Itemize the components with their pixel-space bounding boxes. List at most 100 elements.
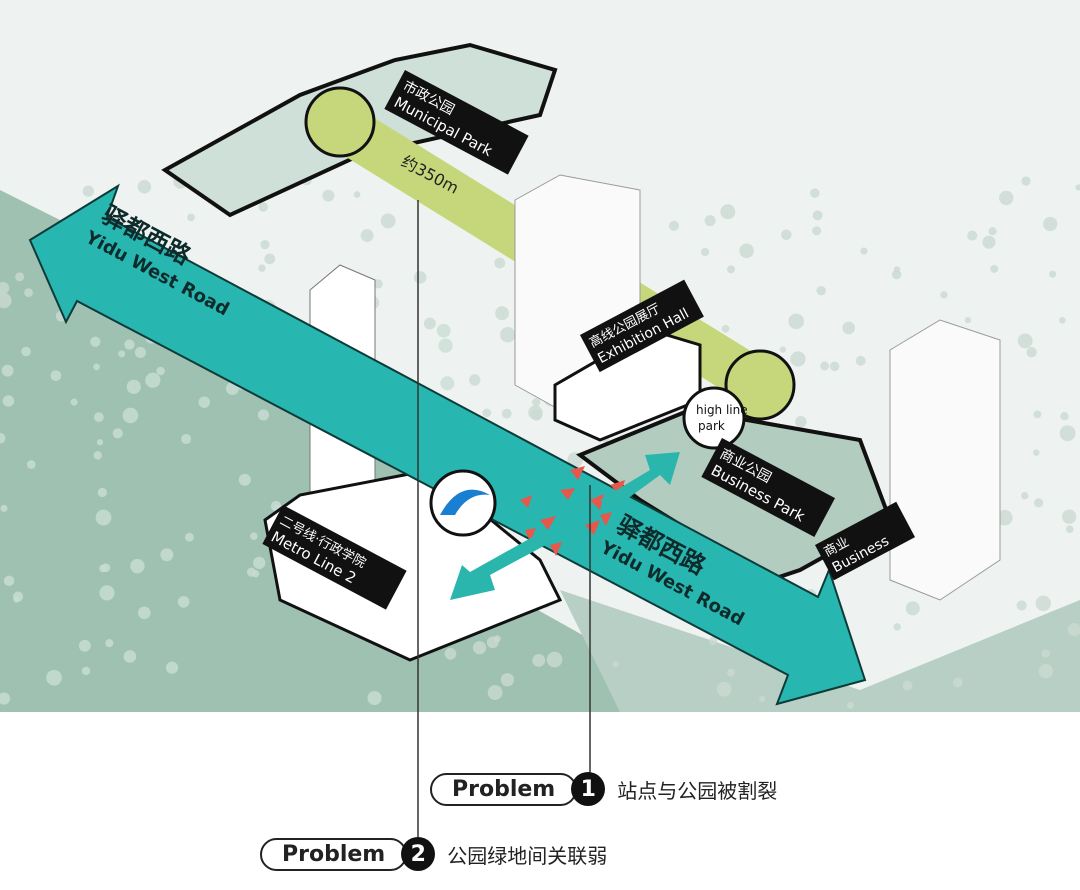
tree <box>842 321 856 335</box>
tree <box>1060 412 1069 421</box>
tree <box>546 651 563 668</box>
tree <box>24 288 33 298</box>
tree <box>96 439 104 446</box>
tree <box>720 204 736 220</box>
tree <box>444 648 457 660</box>
tree <box>727 668 735 677</box>
tree <box>727 265 736 274</box>
tree <box>1059 316 1066 324</box>
tree <box>360 229 374 242</box>
tree <box>990 264 999 273</box>
tree <box>187 213 195 222</box>
tree <box>97 487 107 498</box>
tree <box>130 558 145 574</box>
tree <box>1059 425 1076 442</box>
tree <box>82 185 95 197</box>
tree <box>530 409 543 421</box>
tree <box>487 685 503 700</box>
tree <box>137 180 152 194</box>
tree <box>0 432 6 444</box>
tree <box>81 666 91 676</box>
tree <box>708 636 718 646</box>
tree <box>1 364 14 377</box>
tree <box>1016 600 1027 611</box>
logo-text-line2: park <box>698 419 725 433</box>
forest-area-right <box>560 590 1080 712</box>
tree <box>902 680 913 691</box>
tree <box>250 532 258 540</box>
tree <box>860 247 868 255</box>
tree <box>0 292 12 309</box>
tree <box>893 623 901 631</box>
tree <box>820 361 830 371</box>
tree <box>238 473 251 486</box>
tree <box>78 639 91 652</box>
tree <box>3 575 15 587</box>
tree <box>704 215 716 227</box>
tree <box>716 681 732 697</box>
tree <box>258 264 266 272</box>
tree <box>436 323 451 338</box>
arrow-to-metro[interactable] <box>450 530 555 600</box>
tree <box>1026 347 1037 358</box>
problem-2-label: Problem <box>260 837 408 871</box>
tree <box>905 601 920 616</box>
tree <box>258 202 268 212</box>
tree <box>322 189 335 202</box>
tree <box>1061 509 1077 524</box>
tree <box>13 596 20 603</box>
problem-1-number: 1 <box>571 772 606 806</box>
tree <box>495 306 509 321</box>
tree <box>0 692 11 705</box>
tree <box>93 412 104 423</box>
tree <box>0 504 8 512</box>
high-line-park-logo <box>682 386 746 450</box>
tree <box>134 346 146 358</box>
tree <box>1033 410 1042 419</box>
tree <box>413 271 427 284</box>
tree <box>93 451 102 460</box>
tree <box>952 677 963 688</box>
tree <box>996 509 1013 526</box>
tree <box>124 339 135 350</box>
arrow-to-business-park[interactable] <box>600 452 680 510</box>
tree <box>353 191 361 198</box>
tree <box>1075 184 1080 191</box>
tree <box>1033 449 1040 456</box>
tree <box>70 398 78 406</box>
tree <box>779 346 787 353</box>
tree <box>1048 270 1057 278</box>
tree <box>93 363 100 371</box>
tree <box>1041 649 1050 658</box>
tree <box>988 227 997 236</box>
tree <box>367 690 382 706</box>
tree <box>380 213 396 229</box>
tree <box>1067 622 1080 637</box>
tree <box>788 313 804 330</box>
tree <box>846 701 854 709</box>
problem-1-label: Problem <box>430 772 578 806</box>
tree <box>99 585 115 601</box>
tree <box>891 269 902 280</box>
tree <box>105 638 114 648</box>
tree <box>721 324 730 333</box>
tree <box>501 408 512 419</box>
tree <box>112 428 123 439</box>
tree <box>940 291 948 299</box>
tree <box>423 317 436 330</box>
logo-text-line1: high line <box>696 403 748 417</box>
tree <box>759 695 766 702</box>
tree <box>2 395 15 407</box>
tree <box>440 376 455 391</box>
tree <box>1021 491 1029 500</box>
tree <box>1038 663 1054 679</box>
tree <box>0 281 10 295</box>
tree <box>257 409 270 421</box>
tree <box>264 253 276 265</box>
tree <box>160 548 174 562</box>
tree <box>126 379 141 394</box>
problem-1-text: 站点与公园被割裂 <box>617 778 778 803</box>
tree <box>156 366 165 376</box>
tree <box>260 240 270 250</box>
